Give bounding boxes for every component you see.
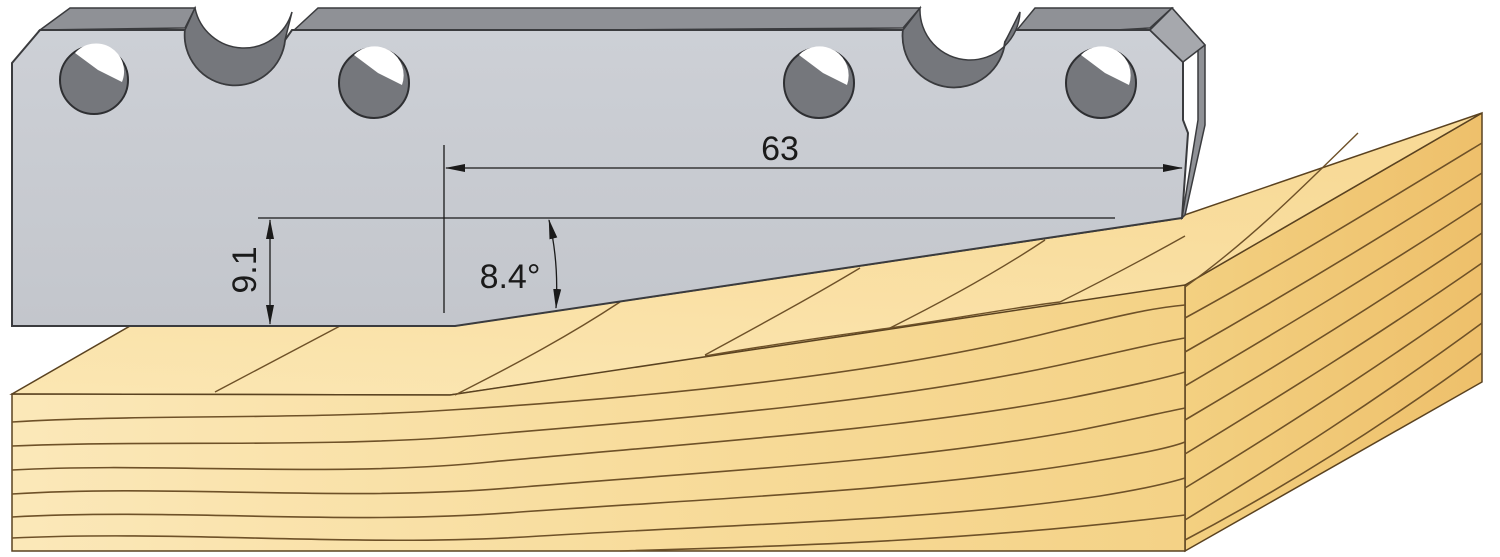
wood-workpiece xyxy=(9,111,1483,553)
mounting-hole xyxy=(783,46,855,119)
length-label: 63 xyxy=(761,130,799,168)
end-face-grain xyxy=(1184,142,1483,541)
cutter-blade xyxy=(11,5,1207,327)
angle-label: 8.4° xyxy=(480,258,541,296)
wood-front-face xyxy=(11,284,1186,552)
mounting-hole xyxy=(1065,46,1137,119)
notch-left xyxy=(184,5,293,86)
top-surface-grain xyxy=(214,132,1359,396)
mounting-hole xyxy=(59,43,129,115)
blade-corner-chamfer xyxy=(1148,6,1207,63)
height-label: 9.1 xyxy=(226,246,264,293)
front-face-grain xyxy=(11,304,1186,552)
mounting-holes xyxy=(59,43,1137,119)
notch-right xyxy=(901,5,1021,89)
mounting-hole xyxy=(338,46,410,119)
dimensions xyxy=(258,145,1183,325)
angle-dimension-arc xyxy=(548,219,562,309)
